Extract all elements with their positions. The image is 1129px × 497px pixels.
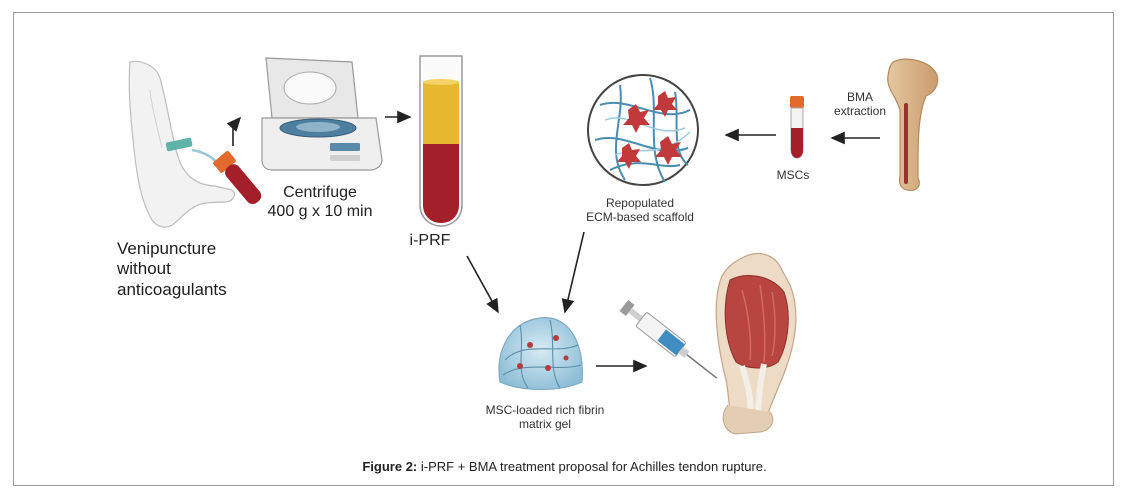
caption-prefix: Figure 2: [362, 459, 418, 474]
centrifuge-line-2: 400 g x 10 min [267, 203, 373, 221]
centrifuge-icon [261, 57, 383, 171]
msc-tube-icon [790, 96, 804, 159]
centrifuge-line-1: Centrifuge [283, 184, 357, 201]
bma-line-2: extraction [833, 104, 887, 119]
venipuncture-line-2: without [117, 259, 171, 279]
femur-icon [887, 58, 939, 191]
caption-text: i-PRF + BMA treatment proposal for Achil… [417, 459, 767, 474]
scaffold-line-1: Repopulated [605, 196, 675, 210]
gel-line-1: MSC-loaded rich fibrin [485, 403, 605, 417]
iprf-label: i-PRF [409, 232, 451, 249]
iprf-tube-icon [419, 55, 463, 227]
mscs-label: MSCs [776, 168, 810, 182]
gel-label: MSC-loaded rich fibrin matrix gel [470, 403, 620, 432]
gel-icon [498, 317, 583, 391]
syringe-icon [619, 300, 718, 379]
venipuncture-label: Venipuncture without anticoagulants [117, 239, 267, 300]
figure-caption: Figure 2: i-PRF + BMA treatment proposal… [0, 459, 1129, 474]
centrifuge-label: Centrifuge 400 g x 10 min [255, 183, 385, 221]
bma-extraction-label: BMA extraction [830, 90, 890, 119]
venipuncture-line-3: anticoagulants [117, 279, 227, 299]
scaffold-line-2: ECM-based scaffold [586, 210, 694, 225]
bma-line-1: BMA [846, 90, 873, 104]
venipuncture-line-1: Venipuncture [117, 239, 217, 258]
collection-tube-icon [213, 150, 262, 205]
arrow-iprf-to-gel [466, 255, 499, 314]
arrow-arm-to-centrifuge [226, 116, 242, 146]
gel-line-2: matrix gel [518, 417, 571, 432]
arm-illustration [128, 60, 235, 228]
calf-muscle-icon [715, 253, 797, 435]
scaffold-label: Repopulated ECM-based scaffold [550, 196, 730, 225]
scaffold-icon [587, 74, 699, 186]
arrow-scaffold-to-gel [561, 231, 585, 314]
